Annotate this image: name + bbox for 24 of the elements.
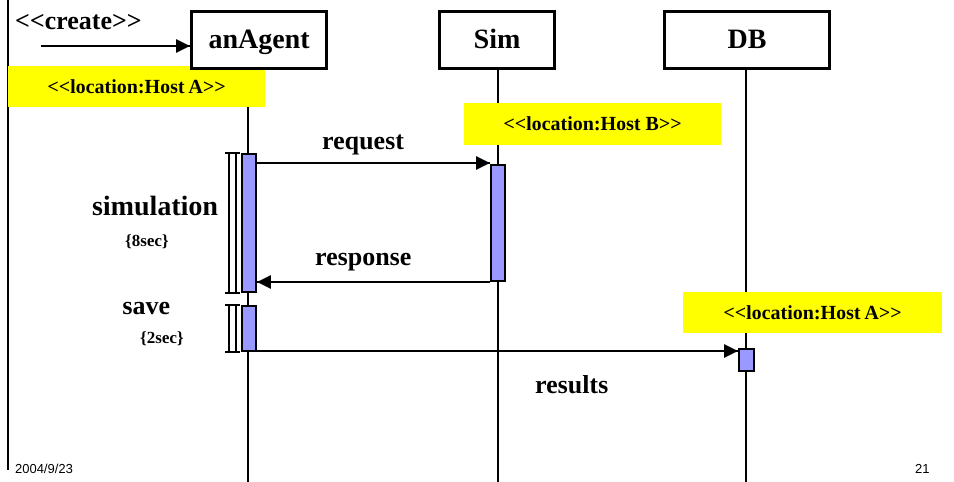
edge-label: response [315, 244, 412, 270]
activation-bar [490, 164, 506, 282]
page-number: 21 [915, 460, 930, 477]
arrow [41, 39, 190, 53]
stereotype-label: <<location:Host A>> [683, 292, 942, 333]
edge-label: <<create>> [15, 8, 142, 34]
arrow [257, 275, 490, 289]
edge-label: results [535, 372, 608, 398]
date-label: 2004/9/23 [15, 460, 73, 477]
activation-bar [241, 153, 257, 293]
activity-label: simulation [90, 192, 218, 222]
activation-bar [738, 348, 755, 372]
arrow [257, 156, 490, 170]
activity-label: save [121, 292, 170, 320]
duration-label: {8sec} [125, 230, 169, 250]
stereotype-label: <<location:Host A>> [8, 66, 265, 107]
edge-label: request [322, 128, 404, 154]
activation-bar [241, 305, 257, 352]
object-box: DB [663, 10, 831, 70]
object-box: Sim [438, 10, 556, 70]
stereotype-label: <<location:Host B>> [464, 103, 721, 145]
object-box: anAgent [190, 10, 328, 70]
duration-label: {2sec} [140, 327, 184, 347]
arrow [257, 344, 738, 358]
